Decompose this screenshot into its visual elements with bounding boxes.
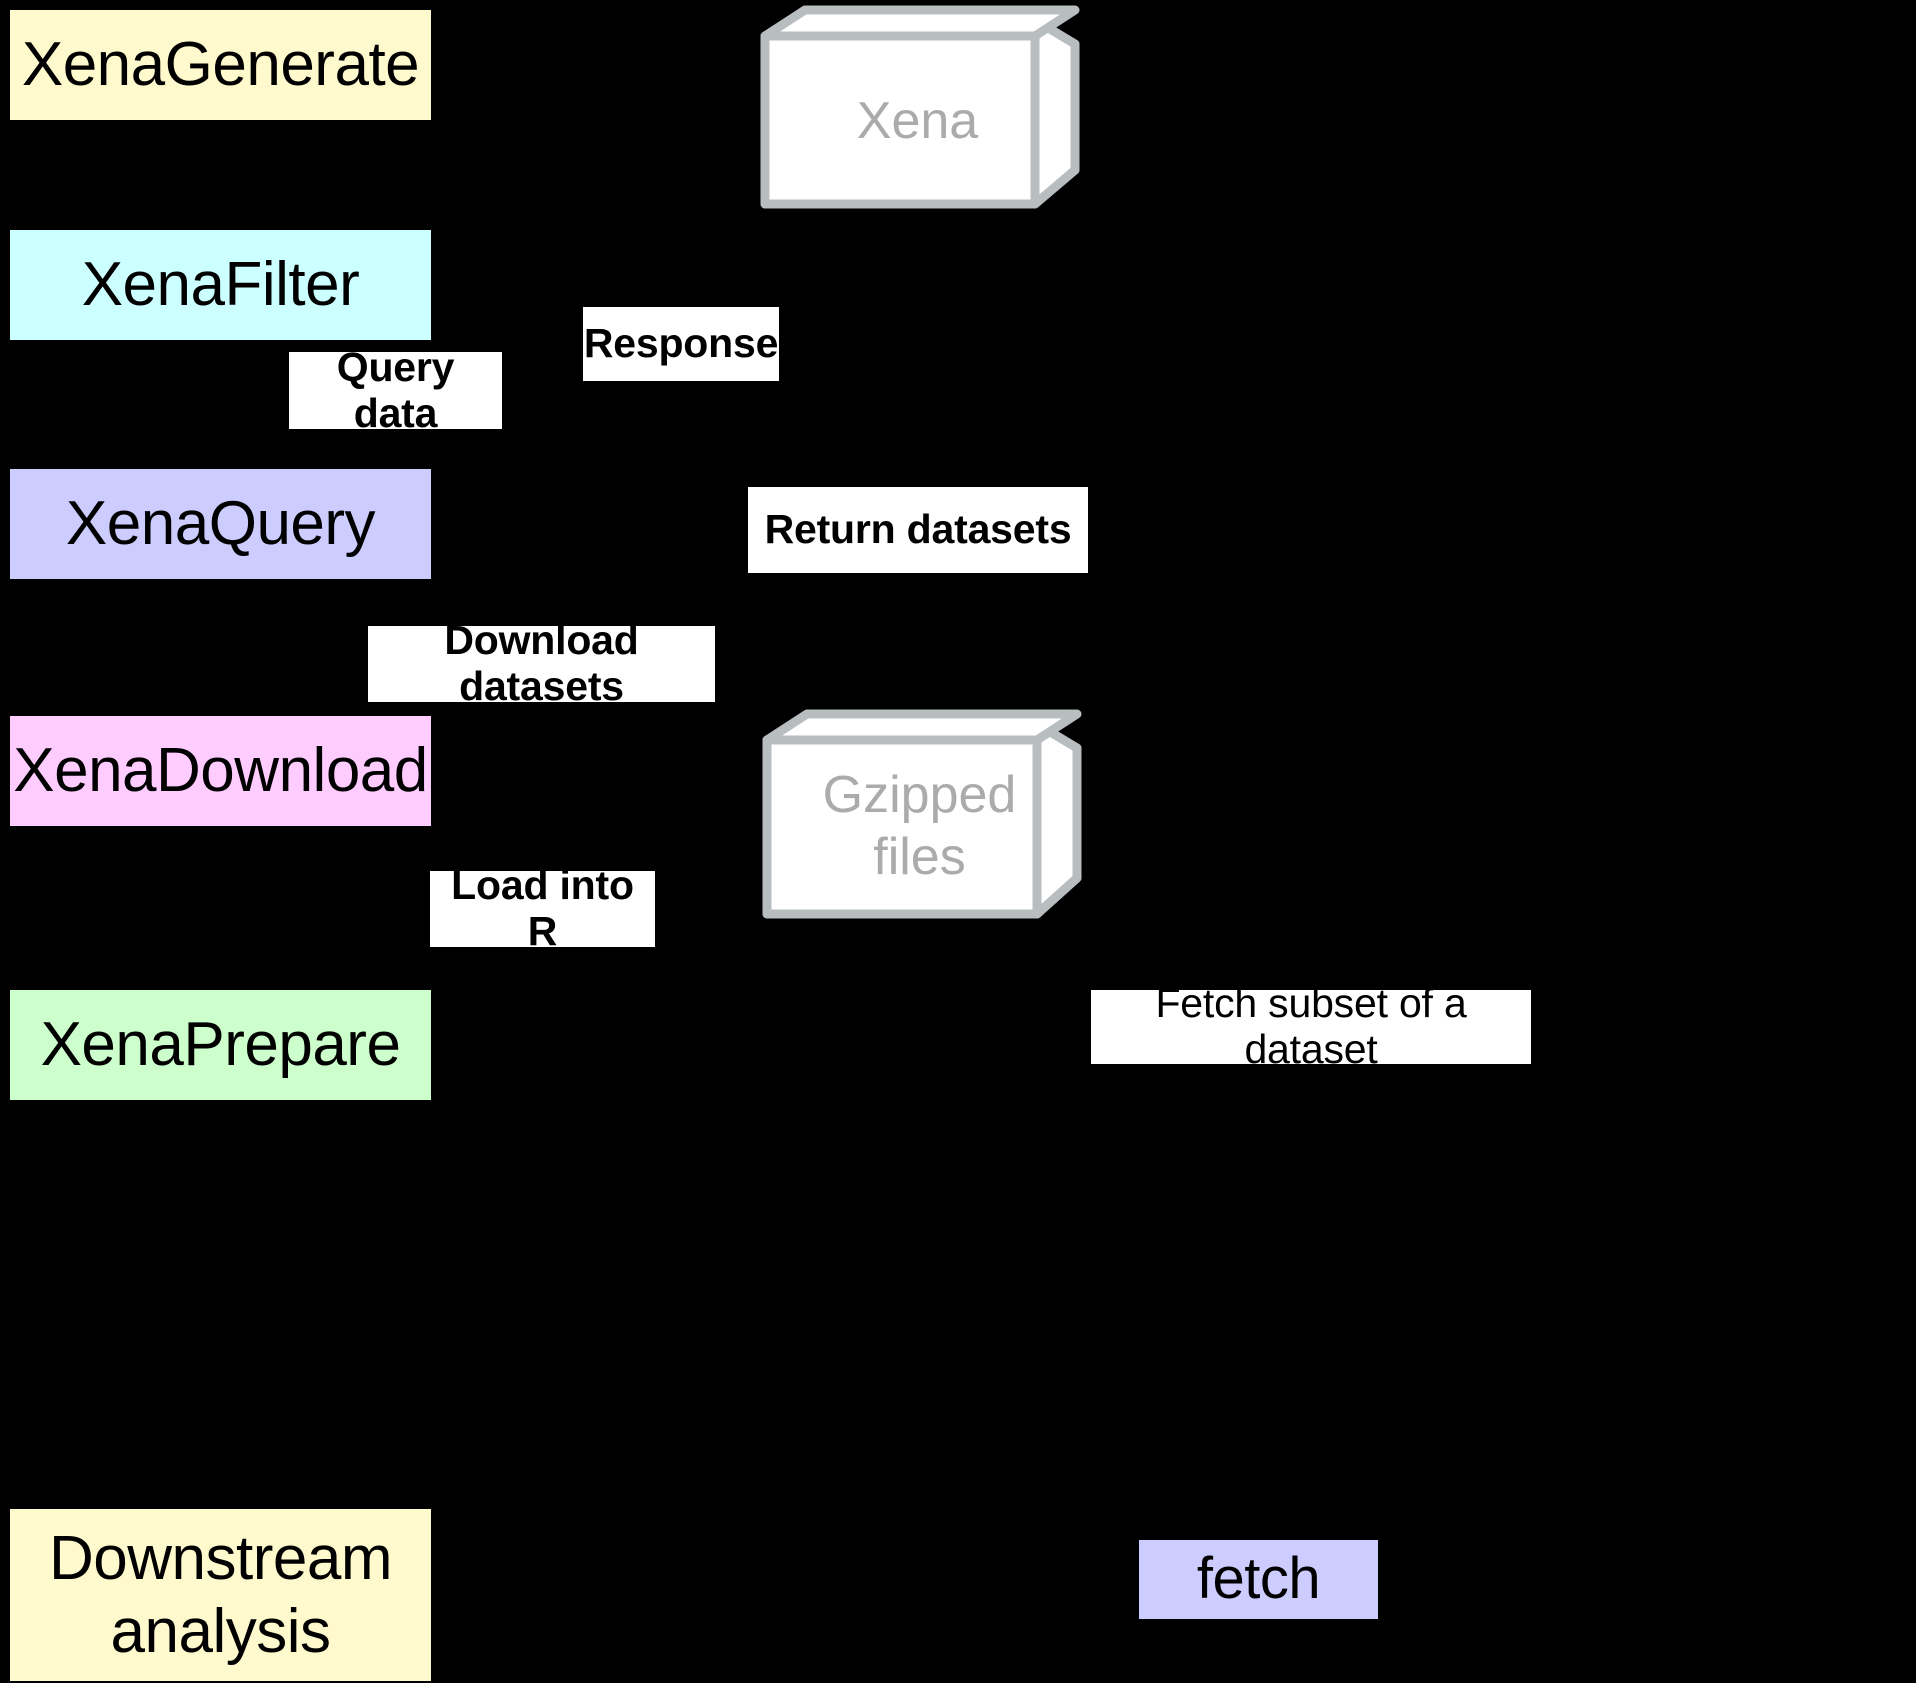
node-downstream-analysis-label: Downstream analysis	[49, 1523, 393, 1666]
edge-label-query-data-text: Query data	[336, 343, 455, 436]
node-xena-filter-label: XenaFilter	[81, 250, 360, 320]
edge-label-return-datasets: Return datasets	[748, 487, 1088, 573]
cube-icon	[760, 5, 1080, 209]
node-xena-query[interactable]: XenaQuery	[8, 467, 433, 581]
node-downstream-analysis[interactable]: Downstream analysis	[8, 1507, 433, 1683]
edge-label-return-datasets-text: Return datasets	[764, 506, 1072, 553]
edge-label-response: Response	[583, 307, 779, 381]
node-fetch-label: fetch	[1196, 1546, 1321, 1612]
node-xena-prepare[interactable]: XenaPrepare	[8, 988, 433, 1102]
edge-label-download-datasets: Download datasets	[368, 617, 715, 709]
data-store-gzipped-files: Gzipped files	[757, 706, 1082, 936]
edge-label-load-into-r: Load into R	[430, 862, 655, 954]
edge-label-fetch-subset-text: Fetch subset of a dataset	[1155, 980, 1467, 1072]
node-xena-download[interactable]: XenaDownload	[8, 714, 433, 828]
node-xena-query-label: XenaQuery	[65, 489, 376, 559]
data-store-xena: Xena	[755, 4, 1080, 226]
edge-label-load-into-r-text: Load into R	[451, 862, 634, 954]
node-xena-generate[interactable]: XenaGenerate	[8, 8, 433, 122]
node-xena-prepare-label: XenaPrepare	[40, 1010, 401, 1080]
cube-icon	[762, 709, 1082, 919]
edge-label-download-datasets-text: Download datasets	[444, 617, 639, 709]
node-xena-download-label: XenaDownload	[13, 736, 428, 806]
node-xena-filter[interactable]: XenaFilter	[8, 228, 433, 342]
node-fetch[interactable]: fetch	[1137, 1538, 1380, 1621]
node-xena-generate-label: XenaGenerate	[21, 30, 420, 100]
edge-label-response-text: Response	[583, 320, 779, 367]
edge-label-query-data: Query data	[289, 344, 502, 435]
edge-label-fetch-subset: Fetch subset of a dataset	[1091, 980, 1531, 1072]
